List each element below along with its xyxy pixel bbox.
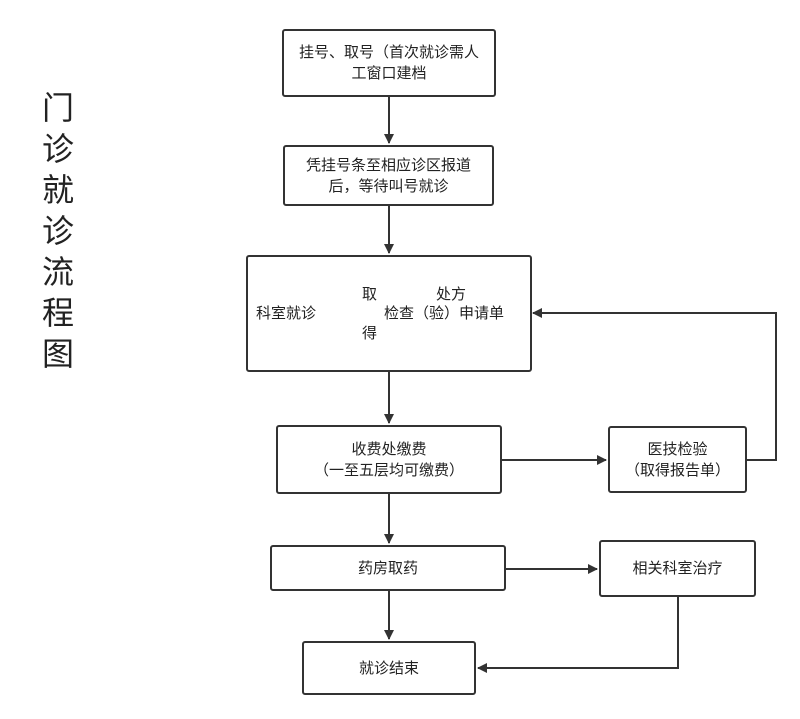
wait-step-box: 凭挂号条至相应诊区报道 后，等待叫号就诊: [283, 145, 494, 206]
title-char: 就: [41, 171, 74, 209]
payment-line-2: （一至五层均可缴费）: [313, 460, 464, 479]
wait-line-1: 凭挂号条至相应诊区报道: [305, 155, 471, 174]
pharmacy-step-box: 药房取药: [270, 545, 506, 591]
lab-line-1: 医技检验: [647, 439, 708, 458]
department-step-box: [246, 255, 532, 372]
lab-line-2: （取得报告单）: [624, 460, 730, 479]
arrow-lab-to-department: [532, 308, 777, 461]
end-step-box: 就诊结束: [302, 641, 476, 695]
register-line-2: 工窗口建档: [351, 64, 427, 82]
register-step-box: 挂号、取号（首次就诊需人 工窗口建档: [282, 29, 496, 97]
wait-line-2: 后，等待叫号就诊: [328, 176, 449, 195]
title-char: 门: [41, 89, 74, 127]
arrow-treatment-to-end: [477, 597, 679, 673]
lab-step-box: 医技检验 （取得报告单）: [608, 426, 747, 493]
get-char-top: 取: [362, 285, 378, 303]
title-char: 图: [41, 335, 74, 373]
title-char: 流: [41, 253, 74, 291]
prescription-label: 处方: [436, 285, 467, 303]
treatment-label: 相关科室治疗: [632, 559, 723, 577]
payment-line-1: 收费处缴费: [351, 439, 427, 458]
title-char: 程: [41, 294, 74, 332]
department-label: 科室就诊: [256, 304, 317, 322]
exam-request-label: 检查（验）申请单: [384, 304, 505, 322]
title-char: 诊: [41, 130, 74, 168]
pharmacy-label: 药房取药: [357, 558, 418, 577]
page-title: 门 诊 就 诊 流 程 图: [38, 88, 78, 375]
get-char-bottom: 得: [362, 324, 378, 342]
payment-step-box: 收费处缴费 （一至五层均可缴费）: [276, 425, 502, 494]
register-line-1: 挂号、取号（首次就诊需人: [298, 43, 479, 61]
title-char: 诊: [41, 212, 74, 250]
end-label: 就诊结束: [358, 658, 419, 677]
treatment-step-box: 相关科室治疗: [599, 540, 756, 597]
